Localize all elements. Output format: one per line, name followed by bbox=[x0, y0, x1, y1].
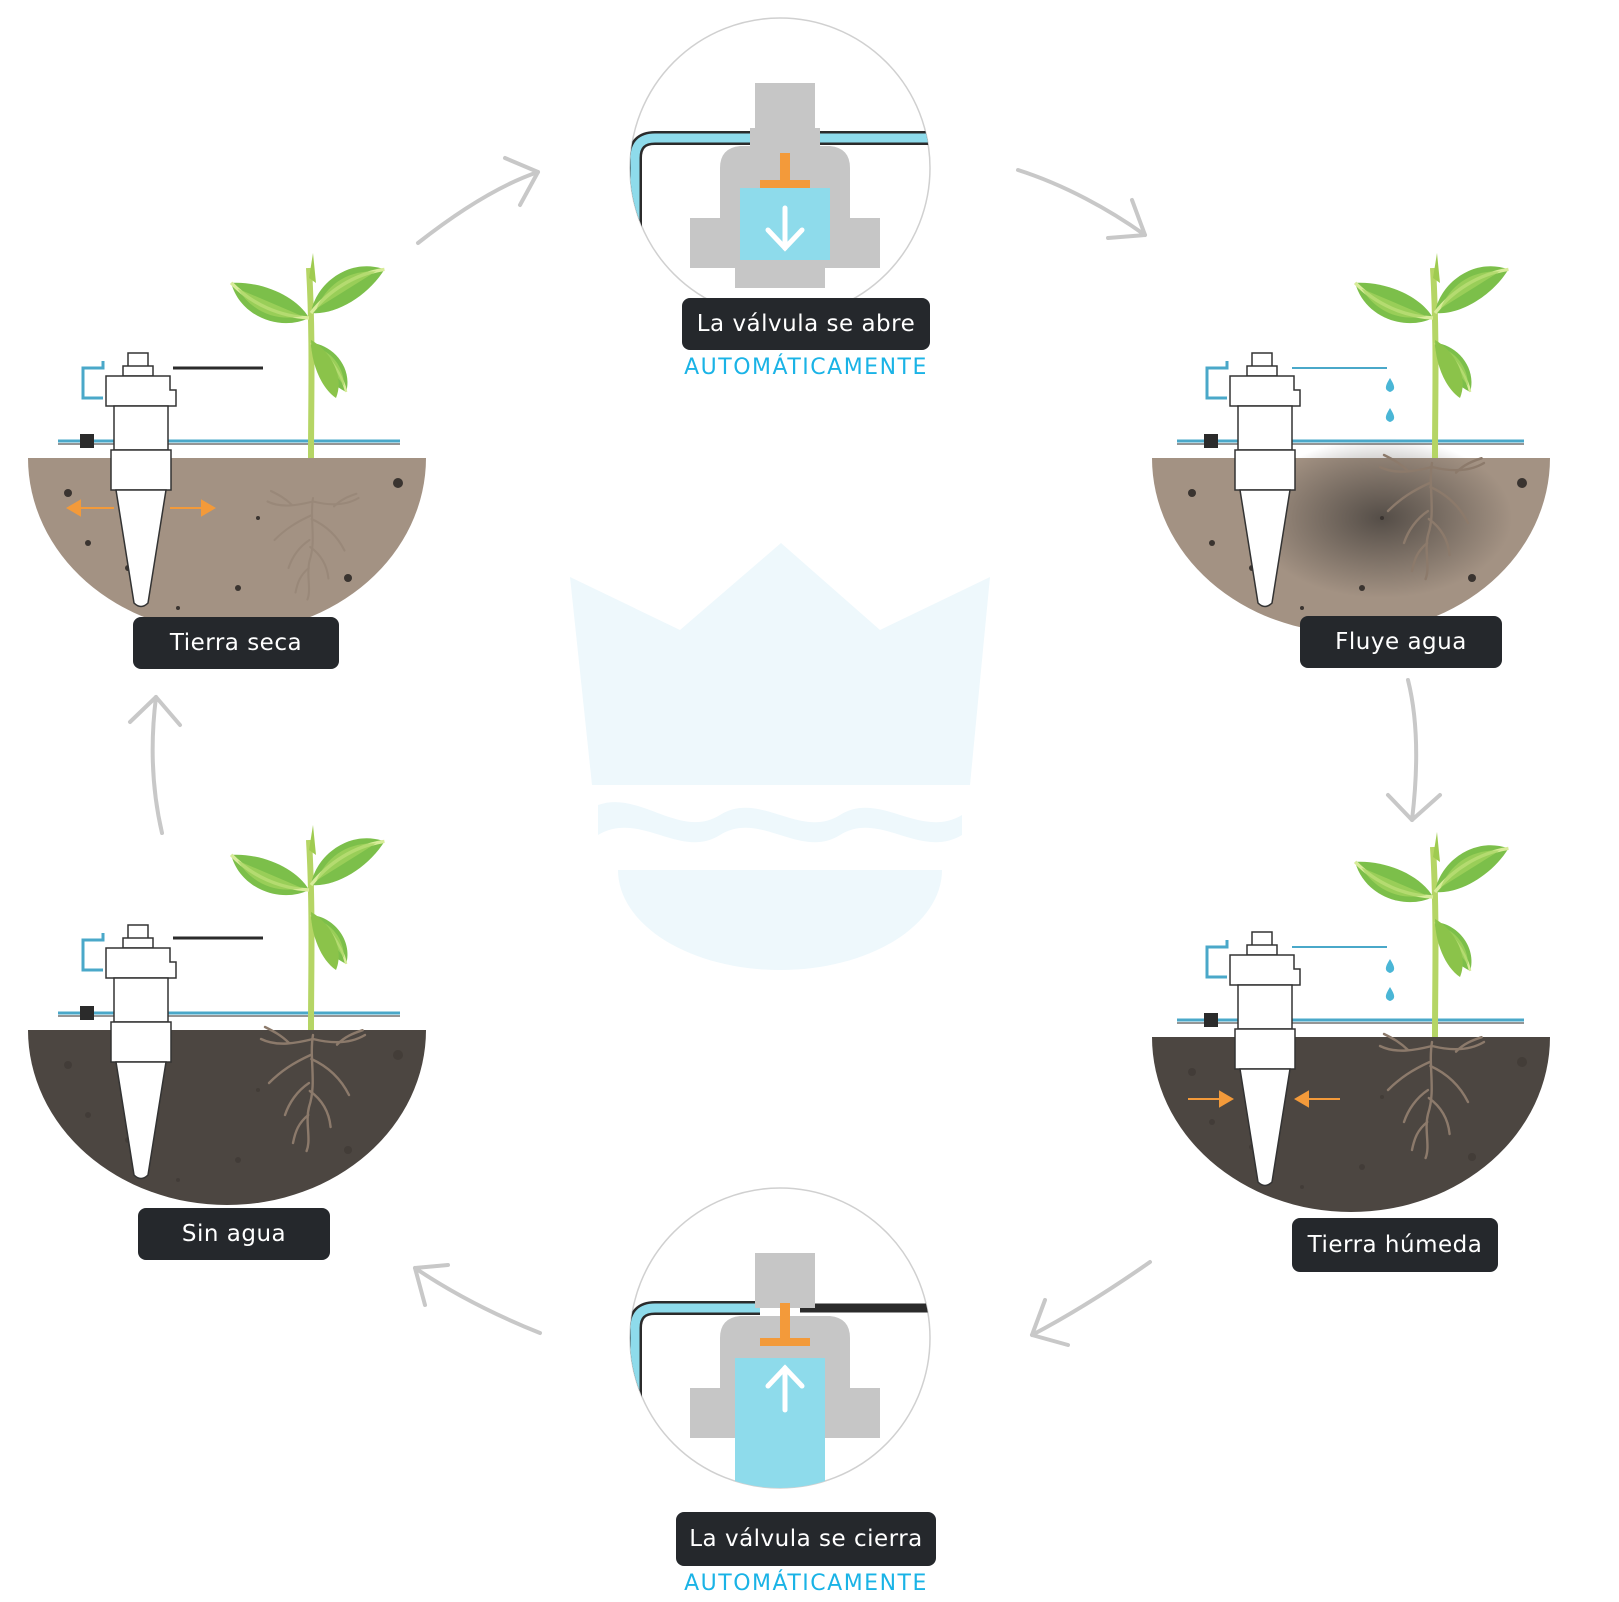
cycle-arrow-icon bbox=[1030, 1260, 1152, 1347]
label-valve-opens: La válvula se abre bbox=[682, 298, 930, 350]
cycle-arrow-icon bbox=[1016, 168, 1147, 240]
sublabel-valve-opens: AUTOMÁTICAMENTE bbox=[684, 355, 928, 380]
expand-arrow-icon bbox=[66, 499, 216, 517]
valve-detail-open bbox=[629, 17, 931, 319]
arrow-up-icon bbox=[765, 1364, 805, 1413]
scene-wet-soil bbox=[1152, 832, 1550, 1212]
label-valve-closes: La válvula se cierra bbox=[676, 1512, 936, 1566]
cycle-arrows bbox=[128, 156, 1442, 1347]
plant-icon bbox=[223, 825, 391, 1030]
cycle-arrow-icon bbox=[128, 695, 182, 835]
label-dry-soil: Tierra seca bbox=[133, 617, 339, 669]
valve-detail-close bbox=[629, 1187, 931, 1489]
crown-wave-logo bbox=[570, 543, 990, 970]
scene-dry-soil bbox=[28, 253, 426, 633]
scene-no-water bbox=[28, 825, 426, 1205]
scene-water-flows bbox=[1152, 253, 1550, 633]
cycle-arrow-icon bbox=[416, 156, 540, 245]
water-drop-icon bbox=[1385, 378, 1395, 422]
label-wet-soil: Tierra húmeda bbox=[1292, 1218, 1498, 1272]
plant-icon bbox=[1347, 253, 1515, 458]
arrow-down-icon bbox=[765, 205, 805, 252]
water-drop-icon bbox=[1385, 959, 1395, 1001]
plant-icon bbox=[223, 253, 391, 458]
label-no-water: Sin agua bbox=[138, 1208, 330, 1260]
label-water-flows: Fluye agua bbox=[1300, 616, 1502, 668]
cycle-arrow-icon bbox=[413, 1263, 542, 1335]
cycle-arrow-icon bbox=[1386, 678, 1442, 822]
plant-icon bbox=[1347, 832, 1515, 1037]
contract-arrow-icon bbox=[1188, 1090, 1340, 1108]
sublabel-valve-closes: AUTOMÁTICAMENTE bbox=[684, 1571, 928, 1596]
